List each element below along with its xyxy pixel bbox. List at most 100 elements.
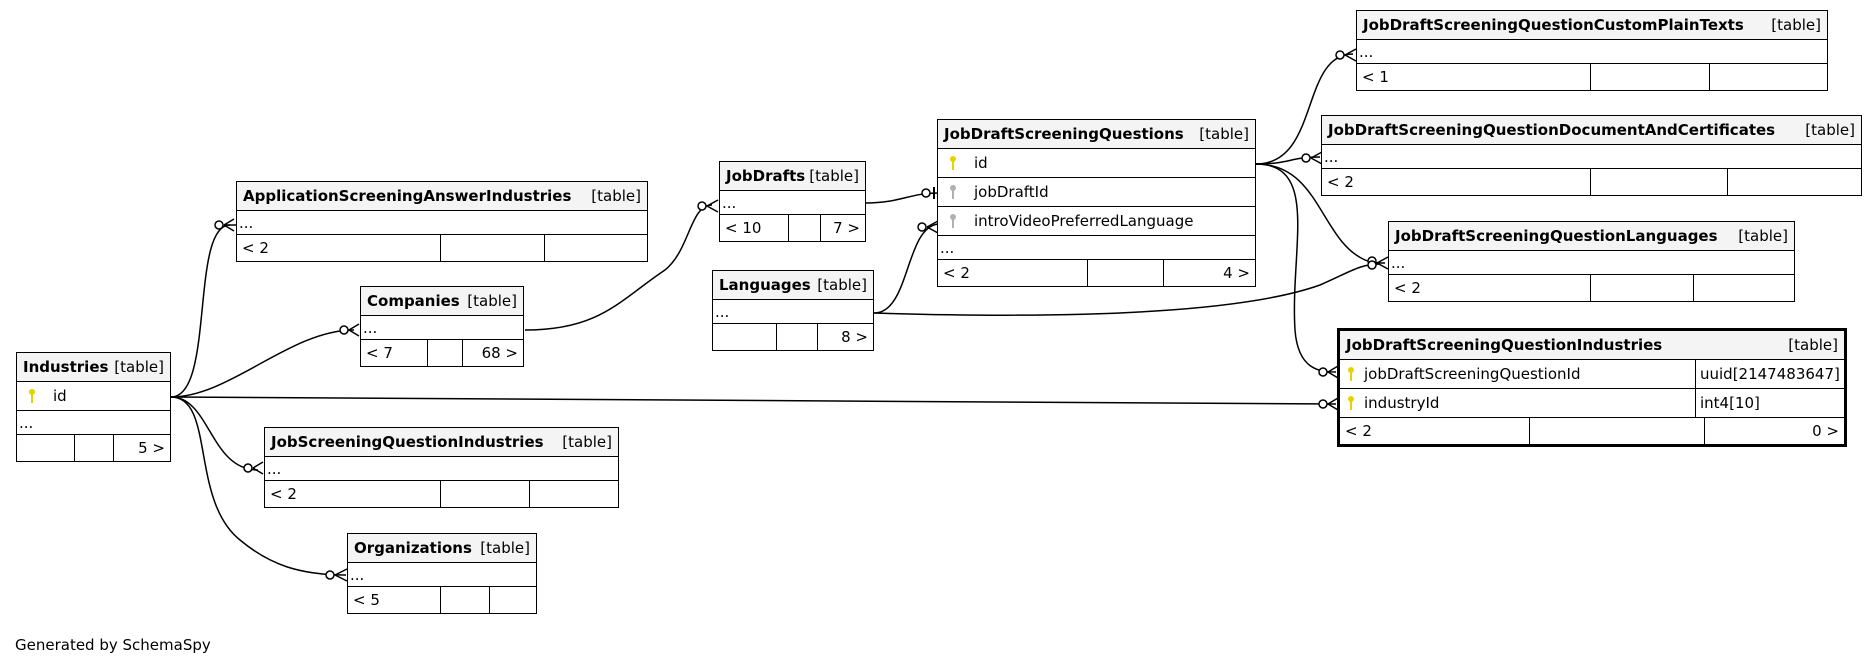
edge-industries-inds (170, 396, 1337, 405)
table-name: JobDraftScreeningQuestions (944, 125, 1184, 143)
table-footer: 5 > (17, 435, 170, 461)
column-name: jobDraftScreeningQuestionId (1364, 365, 1581, 383)
table-job-drafts[interactable]: JobDrafts [table] ... < 10 7 > (719, 161, 866, 242)
columns-count (441, 587, 490, 613)
columns-count (75, 435, 114, 461)
edge-industries-companies (170, 329, 355, 398)
table-header: Companies [table] (361, 287, 523, 316)
edge-jdsq-cpt (1255, 53, 1354, 165)
table-job-draft-screening-questions[interactable]: JobDraftScreeningQuestions [table] id jo… (937, 119, 1256, 287)
table-kind: [table] (467, 292, 517, 310)
children-count (1694, 275, 1794, 301)
column-row: industryId int4[10] (1340, 389, 1844, 418)
columns-count (1591, 275, 1694, 301)
children-count (530, 481, 618, 507)
edge-languages-jdsq (873, 223, 939, 314)
marker-jdsq-lang (917, 222, 927, 232)
columns-count (428, 340, 463, 366)
foreign-key-icon (938, 213, 968, 229)
table-header: JobDrafts [table] (720, 162, 865, 191)
ellipsis-row: ... (265, 457, 618, 481)
edge-companies-jobdrafts (524, 204, 713, 331)
table-jdsq-industries[interactable]: JobDraftScreeningQuestionIndustries [tab… (1337, 328, 1847, 447)
table-header: Organizations [table] (348, 534, 536, 563)
columns-count (1088, 260, 1164, 286)
table-industries[interactable]: Industries [table] id ... 5 > (16, 352, 171, 462)
ellipsis-row: ... (1389, 251, 1794, 275)
ellipsis-row: ... (938, 236, 1255, 260)
table-name: JobDraftScreeningQuestionDocumentAndCert… (1328, 121, 1776, 139)
table-footer: < 1 (1357, 64, 1827, 90)
marker-jsqi (243, 463, 253, 473)
parents-count: < 2 (1340, 418, 1530, 444)
table-name: JobScreeningQuestionIndustries (271, 433, 544, 451)
table-kind: [table] (817, 276, 867, 294)
parents-count: < 1 (1357, 64, 1591, 90)
table-name: JobDraftScreeningQuestionCustomPlainText… (1363, 16, 1744, 34)
table-footer: 8 > (713, 324, 873, 350)
table-job-screening-question-industries[interactable]: JobScreeningQuestionIndustries [table] .… (264, 427, 619, 508)
primary-key-icon (1340, 366, 1362, 382)
table-header: JobDraftScreeningQuestionIndustries [tab… (1340, 331, 1844, 360)
crow-inds-2 (1327, 397, 1339, 411)
parents-count (17, 435, 75, 461)
column-name: industryId (1364, 394, 1440, 412)
table-languages[interactable]: Languages [table] ... 8 > (712, 270, 874, 351)
table-header: Languages [table] (713, 271, 873, 300)
columns-count (789, 215, 821, 241)
column-type: uuid[2147483647] (1695, 360, 1844, 388)
table-application-screening-answer-industries[interactable]: ApplicationScreeningAnswerIndustries [ta… (236, 181, 648, 262)
children-count (490, 587, 536, 613)
column-row: introVideoPreferredLanguage (938, 207, 1255, 236)
primary-key-icon (938, 155, 968, 171)
ellipsis-row: ... (237, 211, 647, 235)
table-kind: [table] (1771, 16, 1821, 34)
marker-jobdrafts (697, 201, 707, 211)
column-name: id (53, 387, 67, 405)
column-row: id (17, 382, 170, 411)
table-footer: < 2 (1322, 169, 1861, 195)
column-name: jobDraftId (974, 183, 1049, 201)
marker-jdsq-jobdraft (921, 188, 931, 198)
table-organizations[interactable]: Organizations [table] ... < 5 (347, 533, 537, 614)
parents-count: < 5 (348, 587, 441, 613)
marker-inds-1 (1318, 367, 1328, 377)
edge-languages-langs (873, 263, 1381, 316)
table-jdsq-custom-plain-texts[interactable]: JobDraftScreeningQuestionCustomPlainText… (1356, 10, 1828, 91)
table-kind: [table] (591, 187, 641, 205)
marker-dac (1301, 153, 1311, 163)
crow-jsqi (252, 461, 264, 475)
table-jdsq-document-and-certificates[interactable]: JobDraftScreeningQuestionDocumentAndCert… (1321, 115, 1862, 196)
parents-count: < 2 (1322, 169, 1591, 195)
table-header: JobScreeningQuestionIndustries [table] (265, 428, 618, 457)
table-footer: < 5 (348, 587, 536, 613)
generated-by-footer: Generated by SchemaSpy (15, 636, 211, 654)
table-footer: < 2 0 > (1340, 418, 1844, 444)
ellipsis-row: ... (1322, 145, 1861, 169)
table-header: Industries [table] (17, 353, 170, 382)
ellipsis-row: ... (17, 411, 170, 435)
edge-industries-asai (170, 224, 231, 398)
table-footer: < 10 7 > (720, 215, 865, 241)
parents-count: < 2 (237, 235, 441, 261)
column-name: introVideoPreferredLanguage (974, 212, 1194, 230)
parents-count (713, 324, 777, 350)
ellipsis-row: ... (720, 191, 865, 215)
table-jdsq-languages[interactable]: JobDraftScreeningQuestionLanguages [tabl… (1388, 221, 1795, 302)
edge-jdsq-inds (1255, 163, 1337, 373)
columns-count (1591, 64, 1710, 90)
crow-dac (1310, 151, 1323, 165)
table-footer: < 2 (1389, 275, 1794, 301)
table-companies[interactable]: Companies [table] ... < 7 68 > (360, 286, 524, 367)
marker-langs-2 (1367, 260, 1377, 270)
table-header: JobDraftScreeningQuestions [table] (938, 120, 1255, 149)
columns-count (777, 324, 818, 350)
children-count (1728, 169, 1861, 195)
crow-companies (348, 323, 360, 337)
table-kind: [table] (1788, 336, 1838, 354)
table-kind: [table] (809, 167, 859, 185)
table-header: ApplicationScreeningAnswerIndustries [ta… (237, 182, 647, 211)
crow-asai (223, 218, 236, 232)
table-kind: [table] (1199, 125, 1249, 143)
